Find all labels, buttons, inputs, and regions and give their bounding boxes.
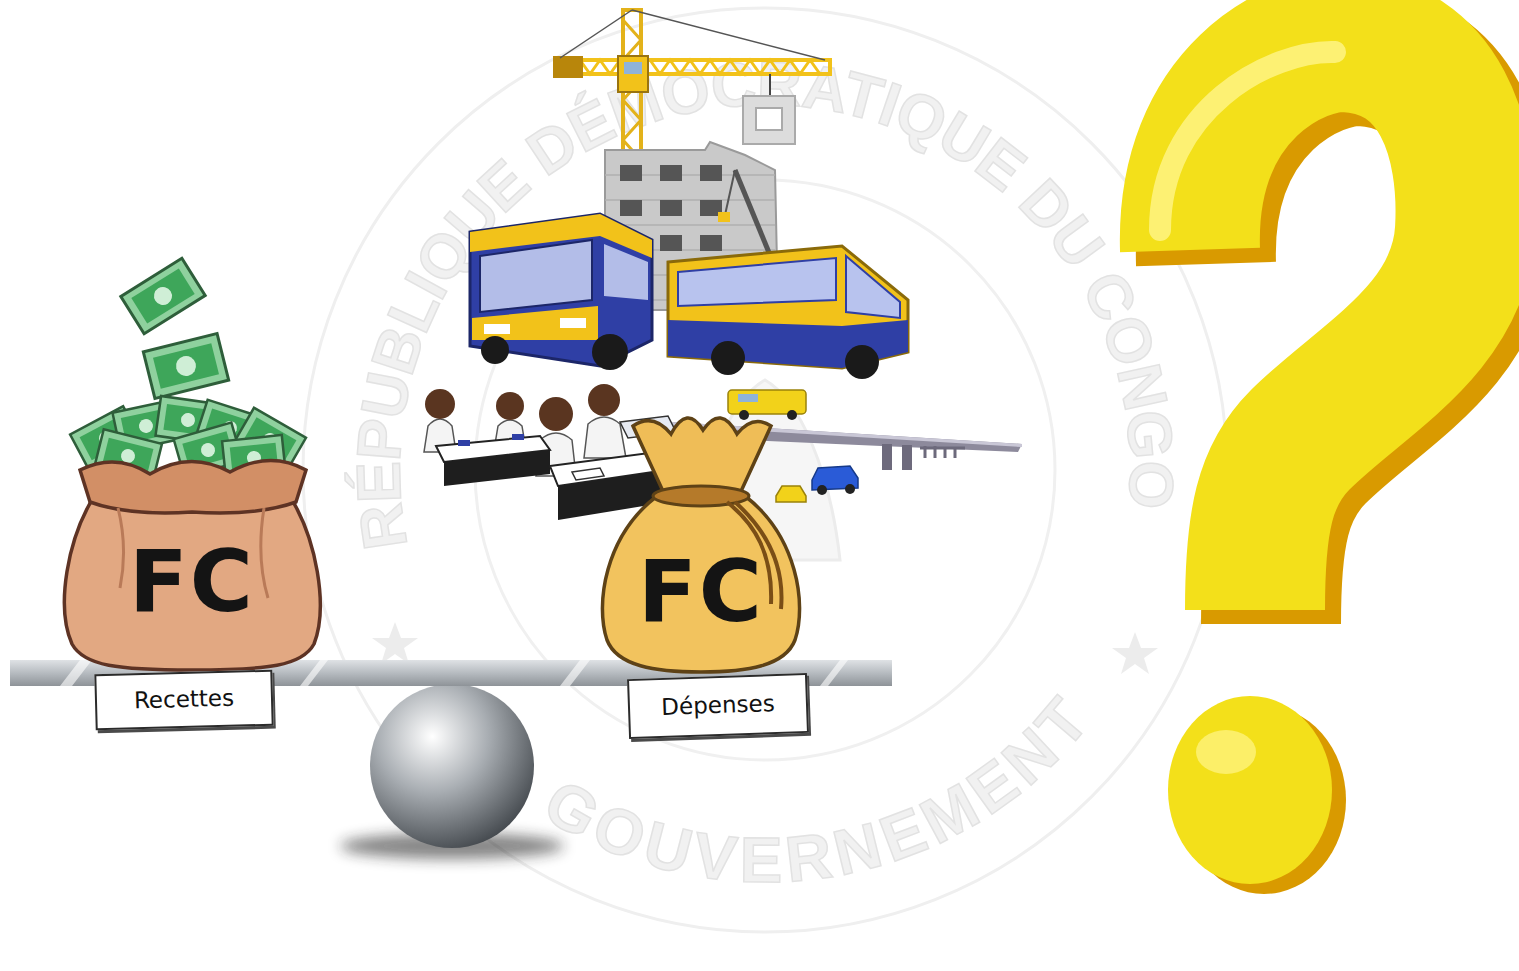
note-seal <box>151 284 176 309</box>
jib-truss <box>580 60 820 74</box>
car <box>776 486 806 502</box>
question-mark <box>1160 42 1482 894</box>
bus-front-panel <box>472 306 598 340</box>
seesaw <box>10 660 892 859</box>
expense-bag: FC <box>595 404 807 672</box>
bus-windows <box>678 258 836 306</box>
lifted-block <box>743 96 795 144</box>
child-head <box>496 392 524 420</box>
currency-label: FC <box>129 538 255 624</box>
bridge-pillar <box>882 444 892 470</box>
bus-windshield <box>480 240 592 312</box>
window <box>620 200 642 216</box>
note-paper <box>143 334 228 399</box>
crane-cable <box>560 10 632 58</box>
bus-windshield <box>846 256 900 318</box>
note-print <box>131 268 194 323</box>
watermark-seal: RÉPUBLIQUE DÉMOCRATIQUE DU CONGO GOUVERNE… <box>303 8 1227 932</box>
tag-label: Dépenses <box>661 691 775 720</box>
window <box>660 235 682 251</box>
note-seal <box>199 441 216 458</box>
bag-label-tag: Recettes <box>94 670 273 731</box>
window <box>620 165 642 181</box>
question-highlight <box>1160 52 1335 230</box>
dot-highlight <box>1196 730 1256 774</box>
note-seal <box>138 418 155 435</box>
small-crane-arm <box>735 170 770 255</box>
note-seal <box>180 412 196 428</box>
bag-body <box>602 496 799 672</box>
book <box>512 434 524 440</box>
headlight <box>560 318 586 328</box>
falling-banknotes <box>121 258 229 398</box>
bag-outline <box>58 398 326 670</box>
wheel <box>845 345 879 379</box>
hoist-cable <box>769 74 771 96</box>
bag-rim <box>80 460 306 512</box>
wheel <box>711 341 745 375</box>
crane-cable <box>632 10 825 60</box>
currency-label: FC <box>638 548 764 634</box>
question-hook <box>1190 42 1466 610</box>
schoolchildren <box>424 384 680 520</box>
crane-jib <box>555 60 830 74</box>
watermark-text: GOUVERNEMENT <box>533 685 1102 896</box>
watermark-text: GOUVERNEMENT <box>533 685 1102 896</box>
seal-star <box>372 622 418 664</box>
bus <box>470 214 652 370</box>
bus-window <box>604 244 648 300</box>
crane-cab <box>618 56 648 92</box>
wheel <box>845 484 855 494</box>
window <box>700 165 722 181</box>
wheel <box>481 336 509 364</box>
notebook <box>572 468 604 480</box>
van-window <box>738 394 758 402</box>
child-head <box>539 397 573 431</box>
fulcrum-ball <box>370 684 534 848</box>
van <box>728 390 806 414</box>
headlight <box>484 324 510 334</box>
banknote <box>121 258 205 333</box>
wheel <box>817 485 827 495</box>
bus <box>668 246 908 379</box>
small-crane-cable <box>725 170 735 215</box>
wheel <box>592 334 628 370</box>
banknote <box>143 334 228 399</box>
block-window <box>756 108 782 130</box>
counterweight <box>553 56 583 78</box>
revenue-bag: FC <box>58 398 326 670</box>
window <box>660 200 682 216</box>
small-crane-load <box>718 212 730 222</box>
window <box>700 235 722 251</box>
cab-window <box>624 62 642 74</box>
child-head <box>425 389 455 419</box>
book <box>458 440 470 446</box>
child-head <box>588 384 620 416</box>
school-desk-front <box>444 450 550 486</box>
wheel <box>739 410 749 420</box>
bridge-pillar <box>902 445 912 470</box>
tag-label: Recettes <box>134 686 235 714</box>
bridge-railing <box>920 446 965 458</box>
child-shirt <box>584 417 626 458</box>
bag-label-tag: Dépenses <box>627 673 809 739</box>
window <box>660 165 682 181</box>
seal-ring <box>303 8 1227 932</box>
note-print <box>153 343 219 389</box>
watermark-text: RÉPUBLIQUE DÉMOCRATIQUE DU CONGO <box>344 48 1187 554</box>
wheel <box>787 410 797 420</box>
seal-star <box>1112 632 1158 674</box>
note-paper <box>121 258 205 333</box>
question-dot <box>1168 696 1332 884</box>
note-seal <box>174 354 198 378</box>
bag-body <box>64 490 320 670</box>
watermark-text: RÉPUBLIQUE DÉMOCRATIQUE DU CONGO <box>344 48 1187 554</box>
